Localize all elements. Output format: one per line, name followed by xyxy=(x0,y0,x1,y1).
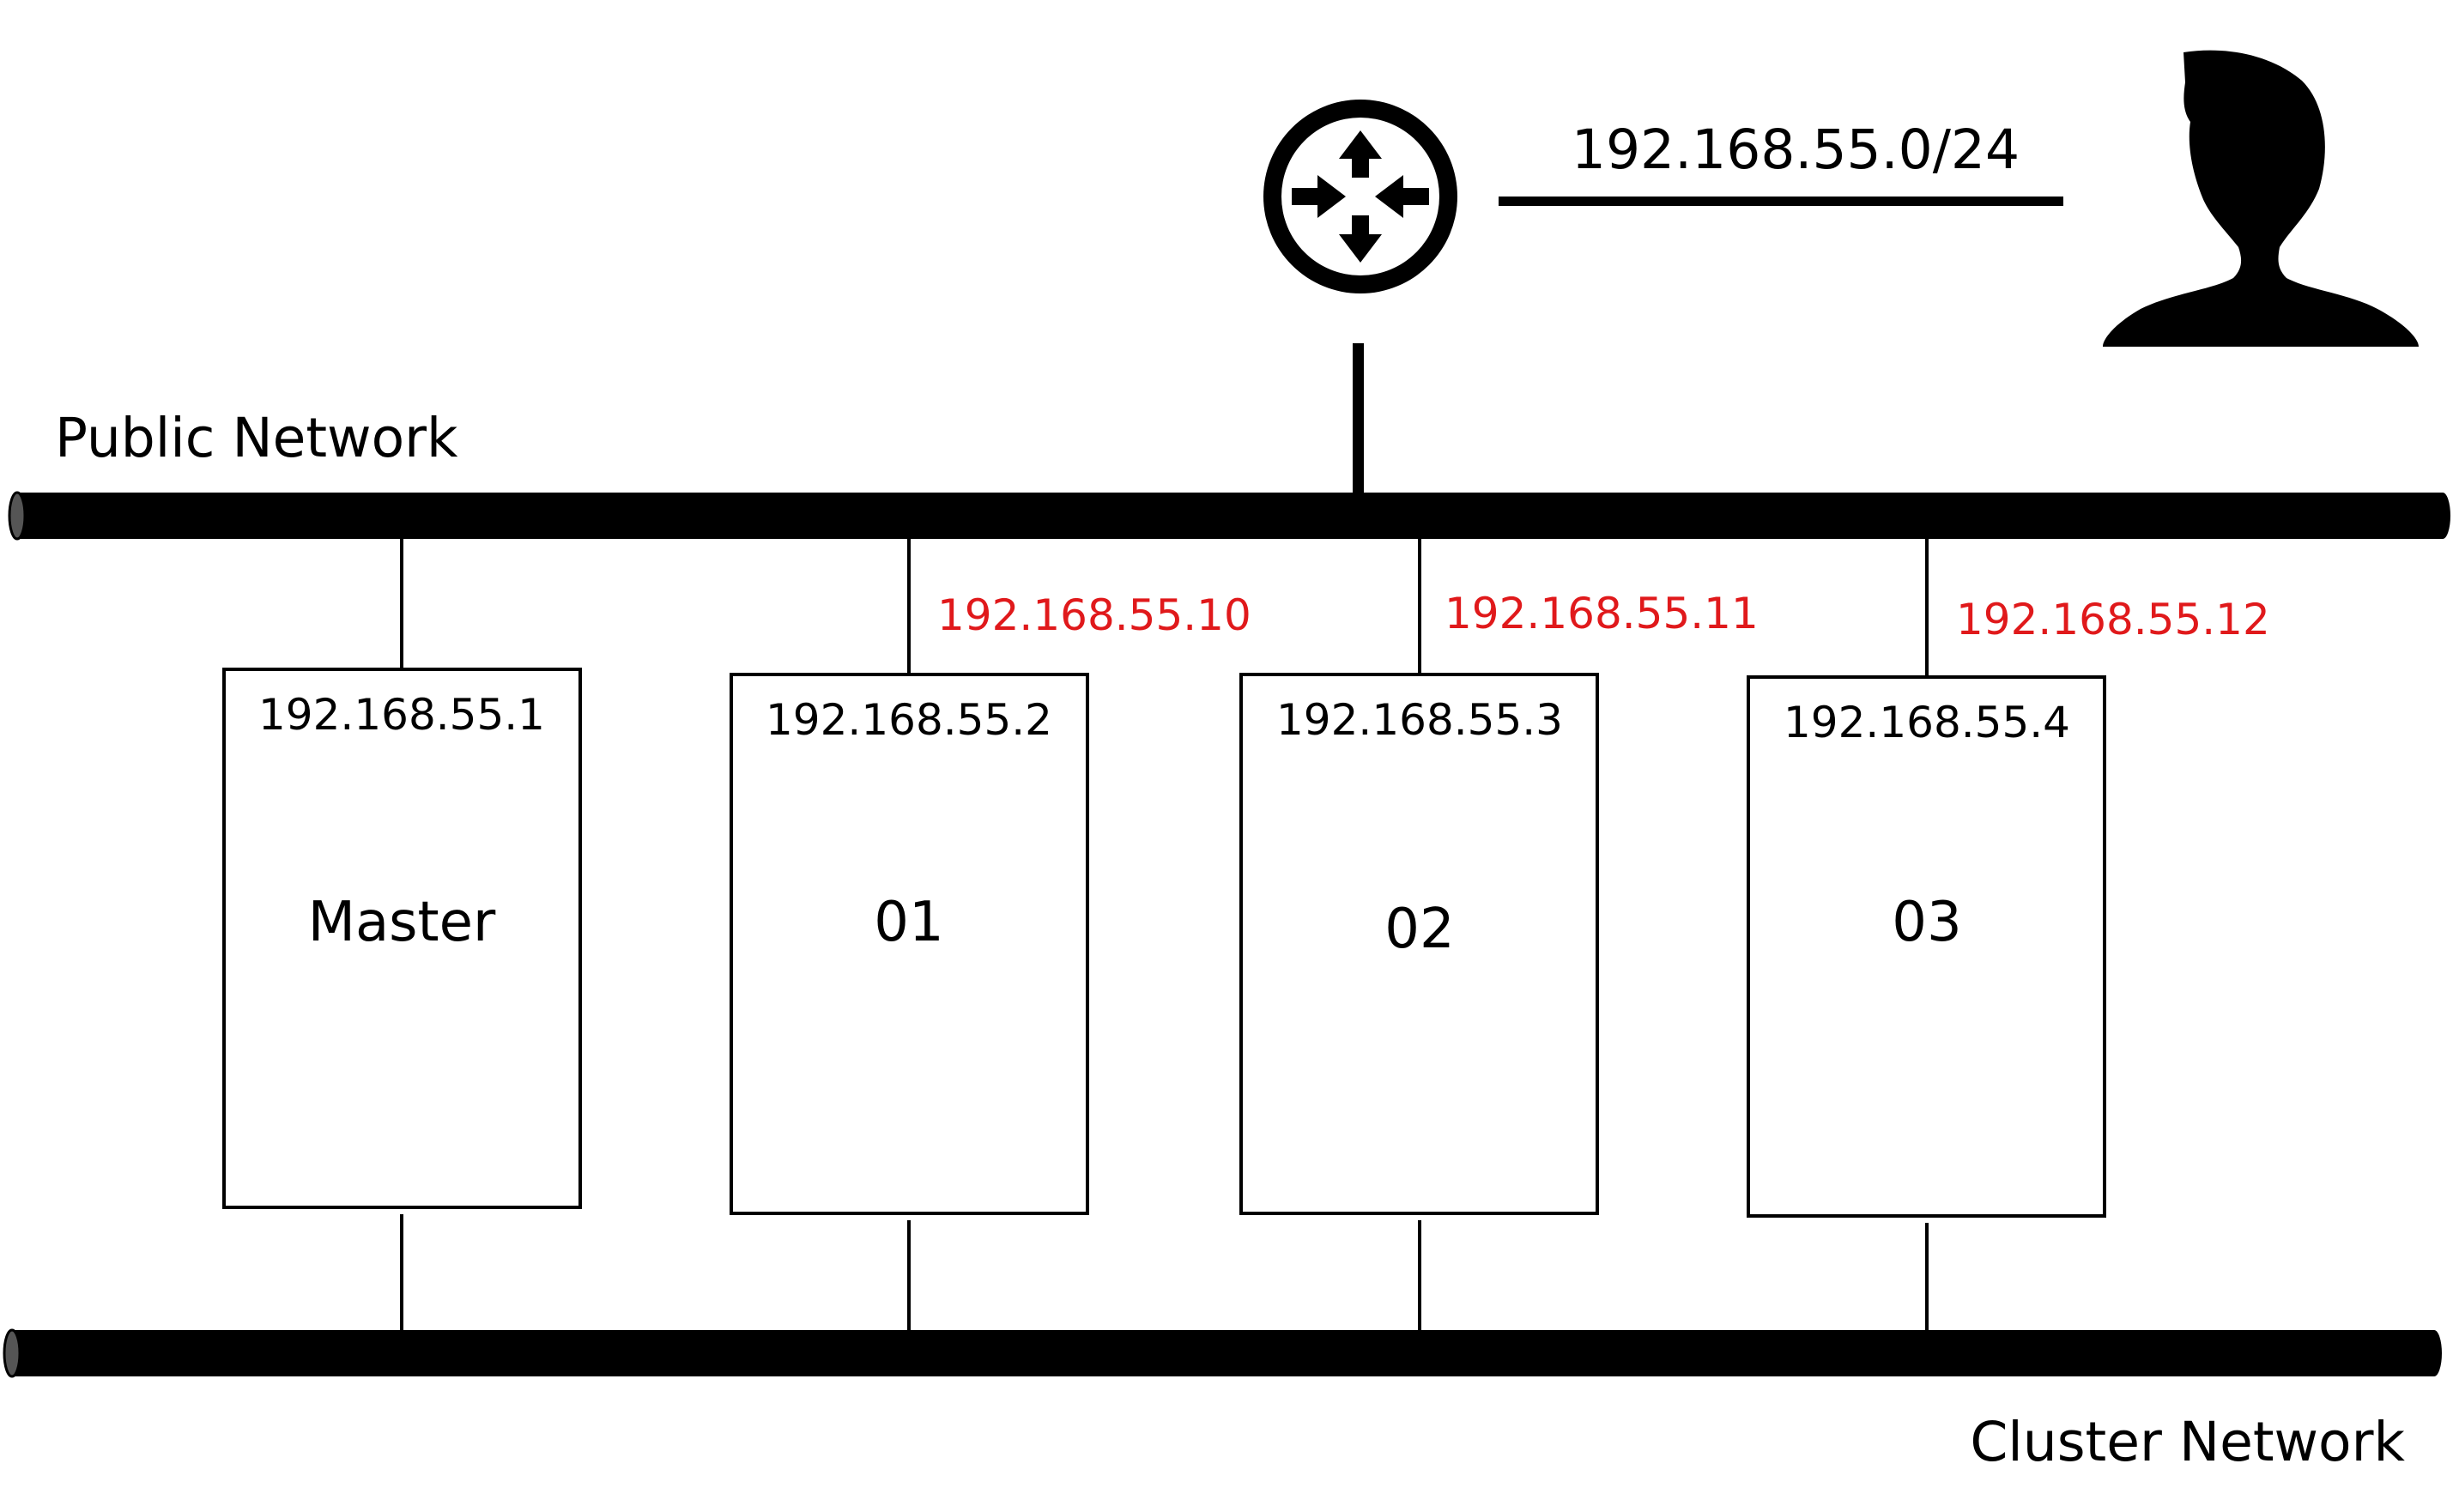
nodes-layer: 192.168.55.1Master192.168.55.201192.168.… xyxy=(222,539,2270,1330)
node-box xyxy=(1239,673,1599,1215)
public-link-3 xyxy=(1925,539,1929,677)
node-name: 02 xyxy=(1384,898,1454,961)
node-box xyxy=(222,668,582,1209)
node-name: 03 xyxy=(1892,891,1961,954)
node-public-ip: 192.168.55.12 xyxy=(1956,595,2270,644)
cluster-link-1 xyxy=(907,1220,911,1330)
public-network-label: Public Network xyxy=(55,407,458,469)
node-name: Master xyxy=(308,891,496,954)
subnet-label: 192.168.55.0/24 xyxy=(1572,118,2020,181)
node-ip: 192.168.55.4 xyxy=(1784,698,2070,747)
node-name: 01 xyxy=(874,891,943,954)
cluster-link-0 xyxy=(400,1214,403,1330)
node-01: 192.168.55.2 01 192.168.55.10 xyxy=(730,539,1251,1330)
router-icon xyxy=(1263,100,1457,293)
node-public-ip: 192.168.55.10 xyxy=(937,590,1251,640)
public-link-1 xyxy=(907,539,911,674)
node-ip: 192.168.55.2 xyxy=(766,695,1052,745)
public-link-0 xyxy=(400,539,403,669)
node-ip: 192.168.55.3 xyxy=(1276,695,1563,745)
node-box xyxy=(1747,675,2106,1218)
node-02: 192.168.55.3 02 192.168.55.11 xyxy=(1239,539,1759,1330)
node-03: 192.168.55.4 03 192.168.55.12 xyxy=(1747,539,2270,1330)
public-link-2 xyxy=(1418,539,1421,674)
cluster-link-2 xyxy=(1418,1220,1421,1330)
router-uplink xyxy=(1353,343,1364,494)
node-box xyxy=(730,673,1089,1215)
subnet-link xyxy=(1499,197,2063,206)
cluster-network-label: Cluster Network xyxy=(1970,1411,2405,1473)
user-silhouette-icon xyxy=(2103,50,2419,347)
cluster-link-3 xyxy=(1925,1223,1929,1330)
node-public-ip: 192.168.55.11 xyxy=(1445,589,1759,638)
cluster-network-bus xyxy=(3,1328,2442,1378)
public-network-bus xyxy=(8,491,2450,541)
node-ip: 192.168.55.1 xyxy=(258,690,545,740)
